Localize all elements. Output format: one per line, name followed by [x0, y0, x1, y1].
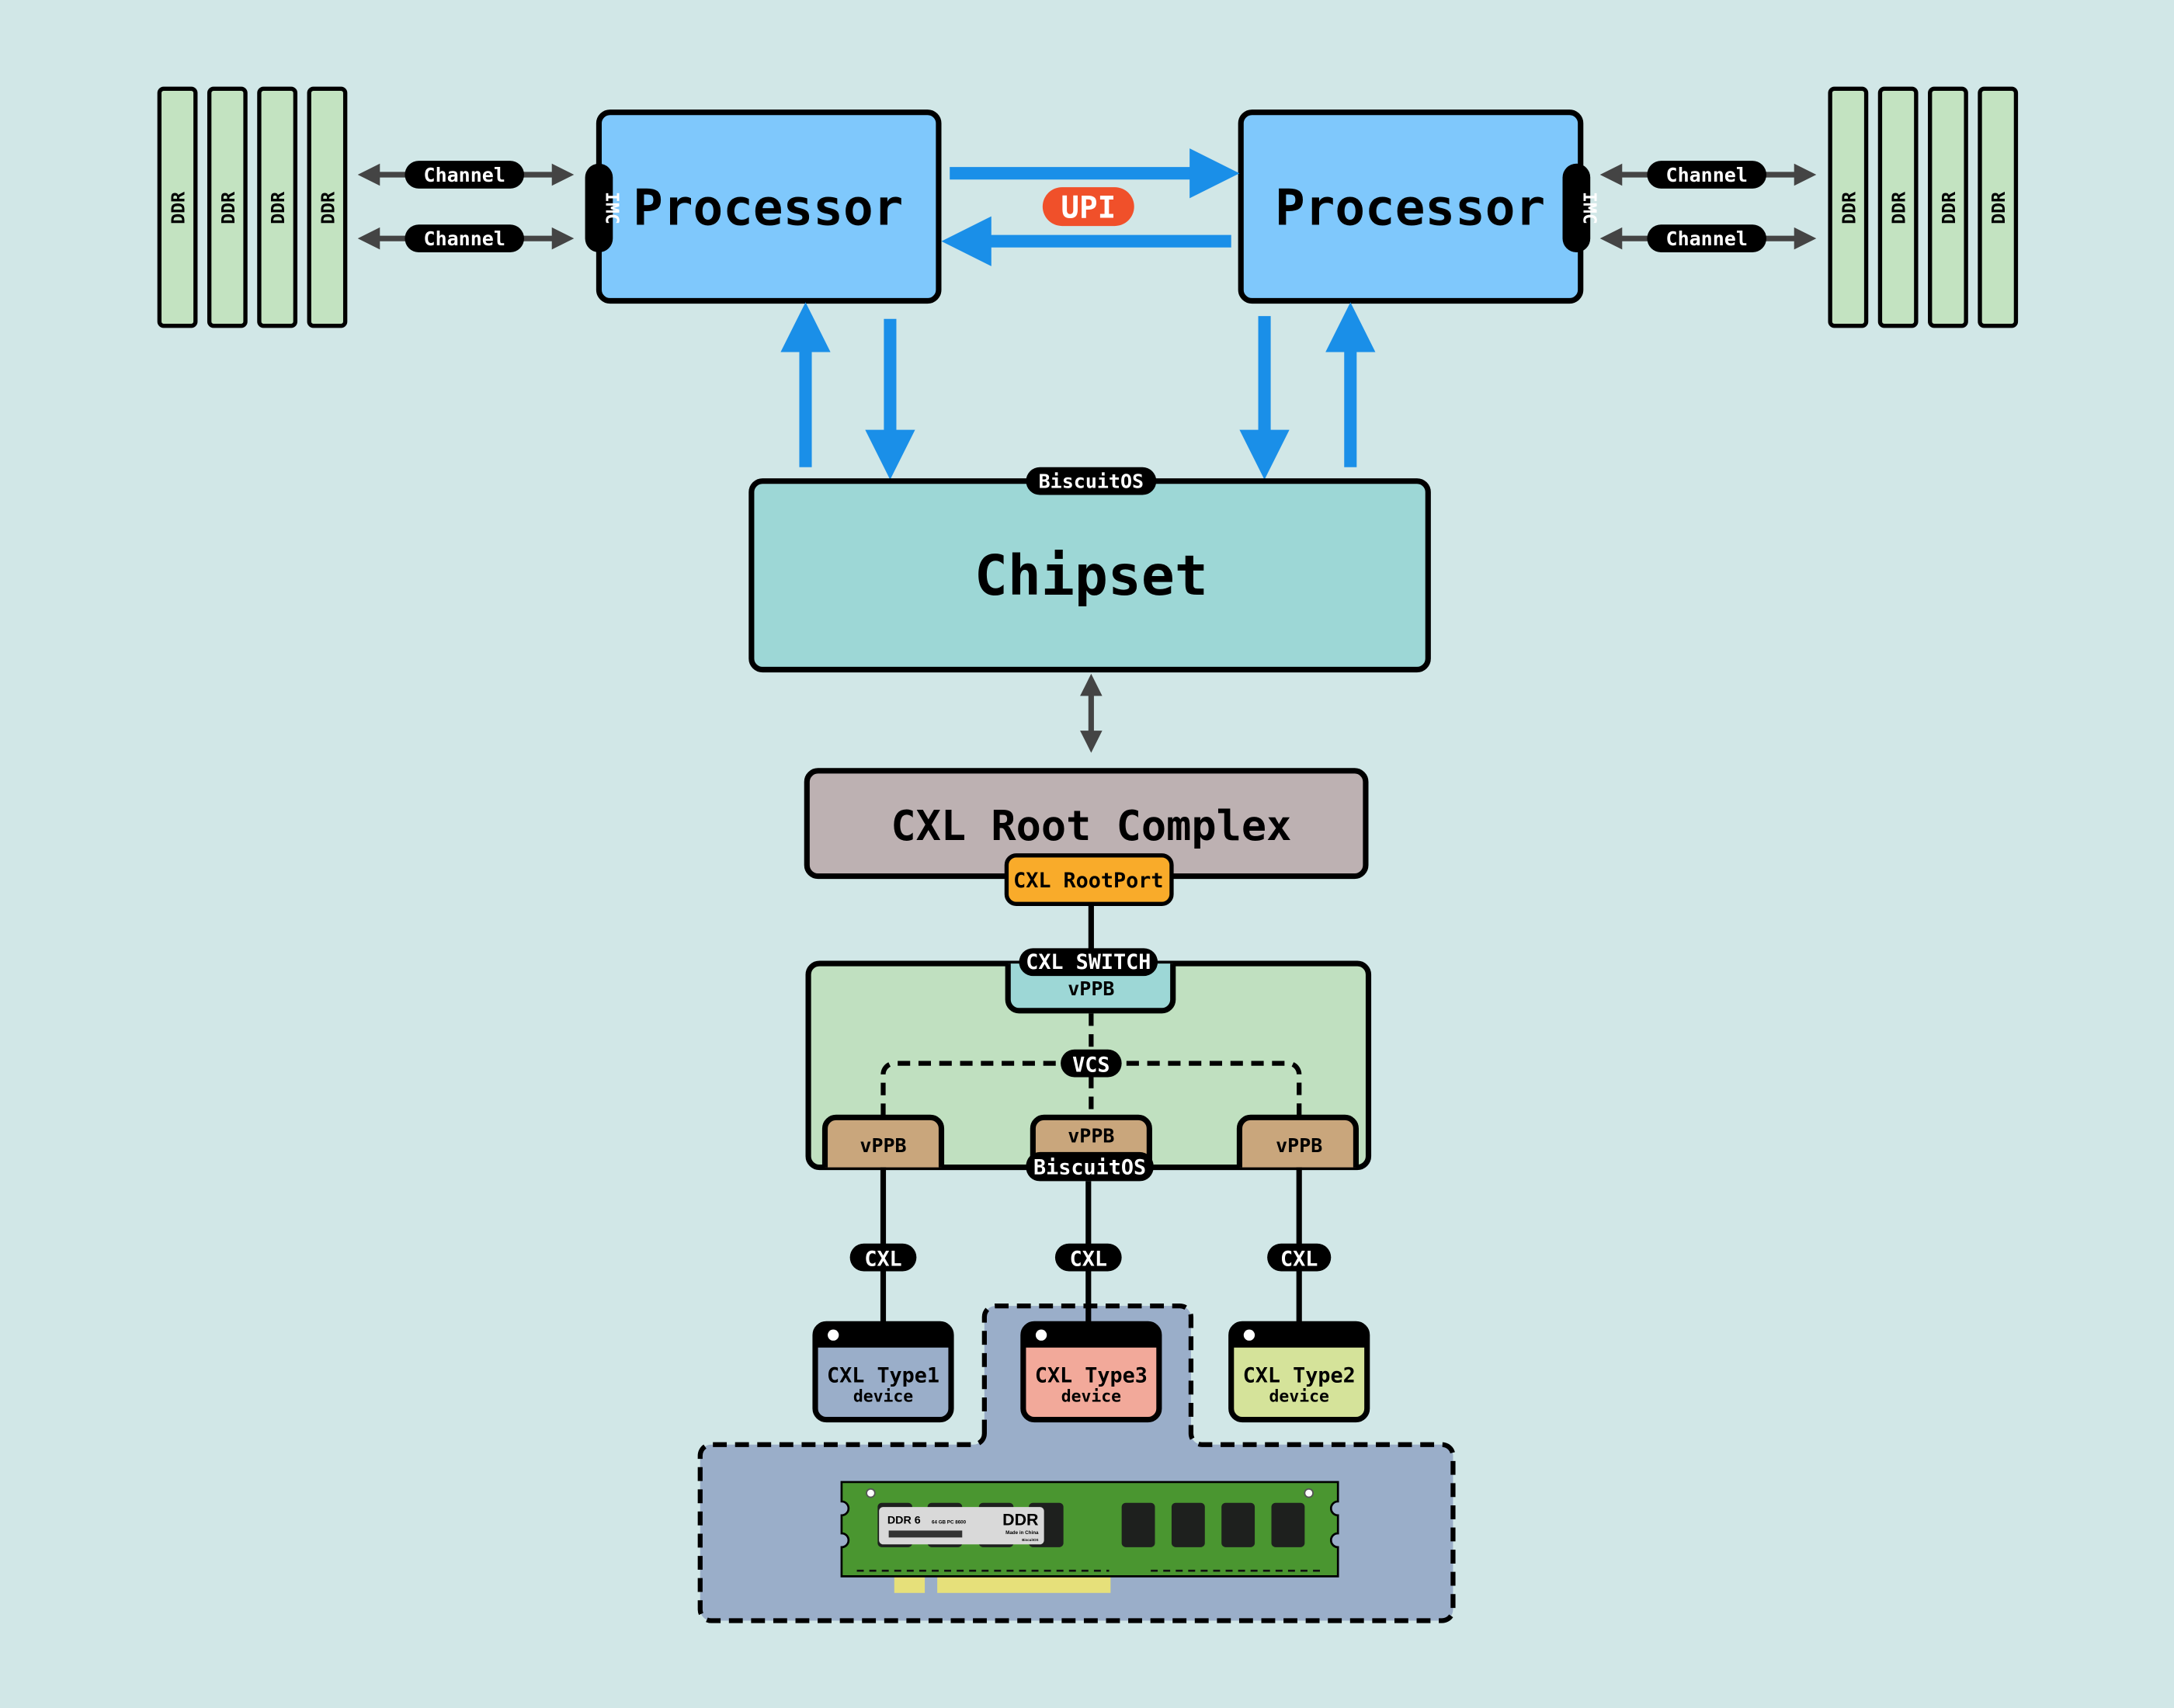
root-complex-title: CXL Root Complex	[891, 801, 1291, 850]
cxl-link-label: CXL	[1280, 1247, 1318, 1271]
dimm-origin: Made in China	[1005, 1530, 1039, 1536]
cxl-switch-badge-bg	[1019, 948, 1158, 977]
channel-label: Channel	[424, 164, 505, 186]
dimm-maker: BiscuitOS	[1022, 1538, 1038, 1542]
ddr-label: DDR	[1889, 192, 1910, 224]
ddr-stick: DDR	[257, 86, 298, 328]
ddr-label: DDR	[168, 192, 189, 224]
channel-badge	[1647, 161, 1766, 189]
rootport-label: CXL RootPort	[1013, 869, 1163, 893]
vcs-badge-bg	[1061, 1049, 1122, 1078]
vppb-label: vPPB	[1276, 1134, 1322, 1157]
ddr-label: DDR	[1988, 192, 2009, 224]
ddr-label: DDR	[268, 192, 289, 224]
device-dot-icon	[828, 1329, 839, 1341]
ddr-label: DDR	[1839, 192, 1860, 224]
dimm-spec: 64 GB PC 8600	[932, 1519, 967, 1525]
right-ddr-group: DDR DDR DDR DDR	[1828, 86, 2019, 328]
ddr-stick: DDR	[1828, 86, 1869, 328]
vppb-label: vPPB	[1068, 1124, 1114, 1147]
ddr-label: DDR	[218, 192, 239, 224]
cxl-link-label: CXL	[864, 1247, 901, 1271]
left-channels: Channel Channel	[357, 161, 575, 252]
chipset-title: Chipset	[974, 543, 1208, 608]
processor-title: Processor	[1275, 179, 1545, 237]
cxl-type3-device: CXL Type3 device	[1020, 1321, 1162, 1423]
barcode	[888, 1530, 963, 1538]
channel-label: Channel	[1666, 164, 1748, 186]
cxl-link-badge	[849, 1243, 917, 1272]
downstream-vppb	[821, 1114, 945, 1168]
cxl-switch: vPPB CXL SWITCH VCS vPPB vPPB vPPB Biscu…	[805, 948, 1372, 1182]
processor-chipset-links	[780, 302, 1376, 480]
imc-label: IMC	[1578, 192, 1599, 224]
vcs-badge: VCS	[1072, 1053, 1110, 1077]
ddr-stick: DDR	[1928, 86, 1968, 328]
dimm-brand: DDR	[1002, 1510, 1039, 1529]
cxl-links: CXL CXL CXL	[849, 1167, 1332, 1324]
upstream-vppb-label: vPPB	[1068, 977, 1114, 1000]
left-ddr-group: DDR DDR DDR DDR	[157, 86, 348, 328]
channel-badge	[405, 224, 524, 252]
device-dot-icon	[1035, 1329, 1047, 1341]
biscuitos-badge: BiscuitOS	[1039, 470, 1144, 493]
left-processor: Processor IMC	[585, 109, 942, 304]
upi-label: UPI	[1061, 190, 1116, 225]
chipset: Chipset BiscuitOS	[748, 467, 1431, 673]
ddr-label: DDR	[1939, 192, 1960, 224]
ddr-label: DDR	[318, 192, 339, 224]
cxl-type1-device: CXL Type1 device	[812, 1321, 954, 1423]
imc-label: IMC	[601, 192, 622, 224]
channel-label: Channel	[1666, 227, 1748, 250]
ddr-stick: DDR	[1978, 86, 2019, 328]
imc-badge	[585, 163, 613, 252]
device-dot-icon	[1243, 1329, 1255, 1341]
device-subtitle: device	[1269, 1387, 1329, 1406]
upi-badge	[1042, 187, 1134, 227]
ddr-stick: DDR	[307, 86, 348, 328]
device-subtitle: device	[1061, 1387, 1121, 1406]
channel-badge	[1647, 224, 1766, 252]
device-title: CXL Type3	[1035, 1363, 1148, 1387]
device-subtitle: device	[853, 1387, 913, 1406]
downstream-vppb	[1236, 1114, 1359, 1168]
cxl-link-badge	[1267, 1243, 1332, 1272]
ddr-stick: DDR	[207, 86, 248, 328]
ddr-dimm-module: DDR 6 64 GB PC 8600 DDR Made in China Bi…	[840, 1481, 1339, 1593]
device-title: CXL Type2	[1243, 1363, 1356, 1387]
ddr-stick: DDR	[157, 86, 198, 328]
biscuitos-badge-bg	[1026, 467, 1157, 495]
channel-label: Channel	[424, 227, 505, 250]
ddr-stick: DDR	[1877, 86, 1919, 328]
device-title: CXL Type1	[827, 1363, 939, 1387]
channel-badge	[405, 161, 524, 189]
cxl-switch-badge: CXL SWITCH	[1026, 950, 1151, 974]
cxl-type2-device: CXL Type2 device	[1228, 1321, 1370, 1423]
biscuitos-badge: BiscuitOS	[1033, 1156, 1146, 1180]
dimm-model: DDR 6	[887, 1515, 921, 1527]
cxl-link-badge	[1054, 1243, 1122, 1272]
imc-badge	[1562, 163, 1591, 252]
right-channels: Channel Channel	[1599, 161, 1817, 252]
right-processor: Processor IMC	[1238, 109, 1599, 304]
cxl-link-label: CXL	[1070, 1247, 1107, 1271]
cxl-root-complex: CXL Root Complex CXL RootPort	[804, 768, 1369, 906]
biscuitos-badge-bg	[1026, 1151, 1154, 1182]
processor-title: Processor	[633, 179, 903, 237]
vppb-label: vPPB	[860, 1134, 906, 1157]
upi-link: UPI	[941, 148, 1240, 266]
